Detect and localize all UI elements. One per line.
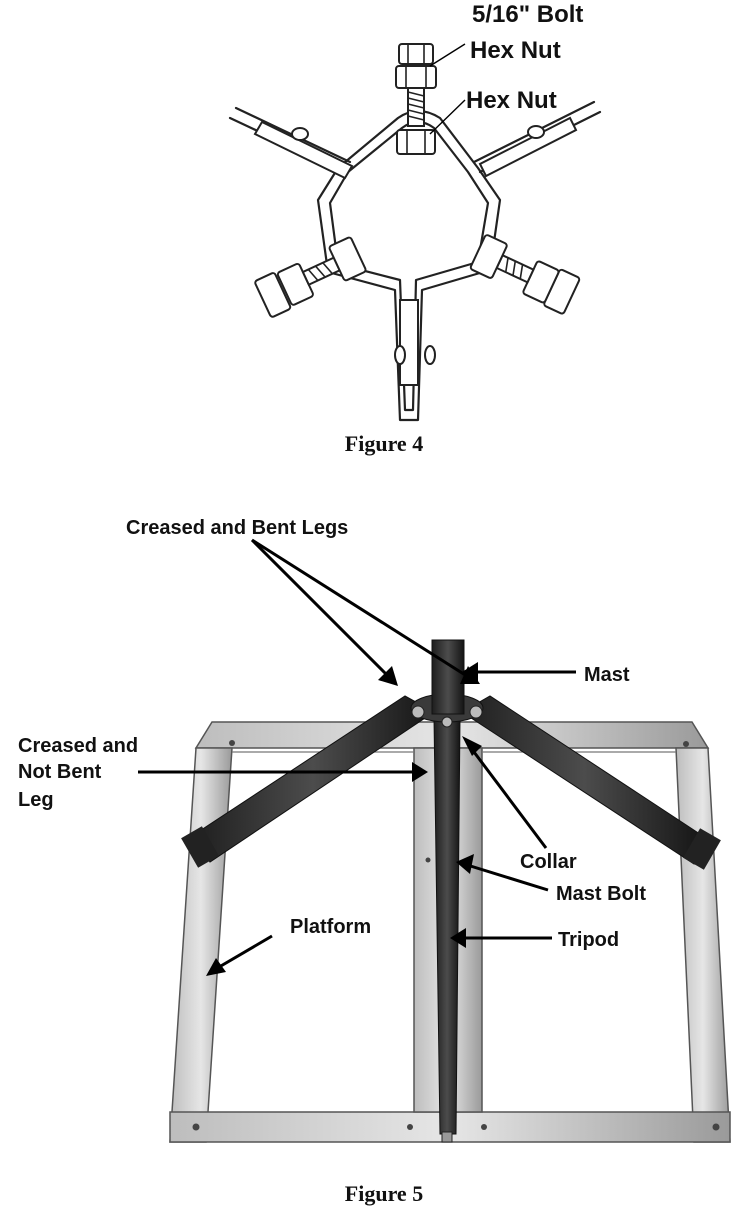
label-bolt: 5/16" Bolt xyxy=(472,1,583,28)
left-bolt-assembly xyxy=(254,236,367,318)
tripod-legs xyxy=(181,695,721,1135)
bolt-head-icon xyxy=(469,705,483,719)
collar-bracket xyxy=(228,100,602,422)
collar-bracket-diagram: 5/16" Bolt Hex Nut Hex Nut Figure 4 xyxy=(228,1,602,456)
hex-nut-icon xyxy=(328,236,367,282)
hex-nut-icon xyxy=(395,65,437,89)
figure-5-caption: Figure 5 xyxy=(345,1181,423,1206)
label-hex-nut-mid: Hex Nut xyxy=(466,87,557,114)
bolt-head-icon xyxy=(254,272,292,318)
figure-4: 5/16" Bolt Hex Nut Hex Nut Figure 4 xyxy=(0,0,736,470)
rivet-icon xyxy=(424,345,436,365)
tripod-platform-diagram: Creased and Bent Legs Mast Creased and N… xyxy=(18,517,731,1206)
label-creased-not-bent-line2: Not Bent xyxy=(18,761,102,783)
figure-5: Creased and Bent Legs Mast Creased and N… xyxy=(0,490,736,1211)
hex-nut-icon xyxy=(469,234,508,279)
label-collar: Collar xyxy=(520,851,577,873)
hex-nut-icon xyxy=(396,129,436,155)
top-bolt-assembly xyxy=(395,43,437,155)
bolt-thread xyxy=(407,91,425,121)
label-platform: Platform xyxy=(290,916,371,938)
label-tripod: Tripod xyxy=(558,929,619,951)
bolt-head-icon xyxy=(411,705,425,719)
figure-4-caption: Figure 4 xyxy=(345,431,423,456)
label-creased-not-bent-line1: Creased and xyxy=(18,735,138,757)
rivet-icon xyxy=(291,127,309,141)
label-creased-not-bent-line3: Leg xyxy=(18,789,54,811)
bolt-head-icon xyxy=(398,43,434,65)
mast-collar-assembly xyxy=(410,639,484,1143)
rivet-icon xyxy=(394,345,406,365)
bolt-head-icon xyxy=(441,716,453,728)
label-creased-bent-legs: Creased and Bent Legs xyxy=(126,517,348,539)
label-mast: Mast xyxy=(584,664,630,686)
mast-pipe xyxy=(431,639,465,715)
label-mast-bolt: Mast Bolt xyxy=(556,883,646,905)
label-hex-nut-top: Hex Nut xyxy=(470,37,561,64)
right-bolt-assembly xyxy=(469,234,581,315)
callout-arrows xyxy=(138,538,576,976)
rivet-icon xyxy=(527,125,545,139)
